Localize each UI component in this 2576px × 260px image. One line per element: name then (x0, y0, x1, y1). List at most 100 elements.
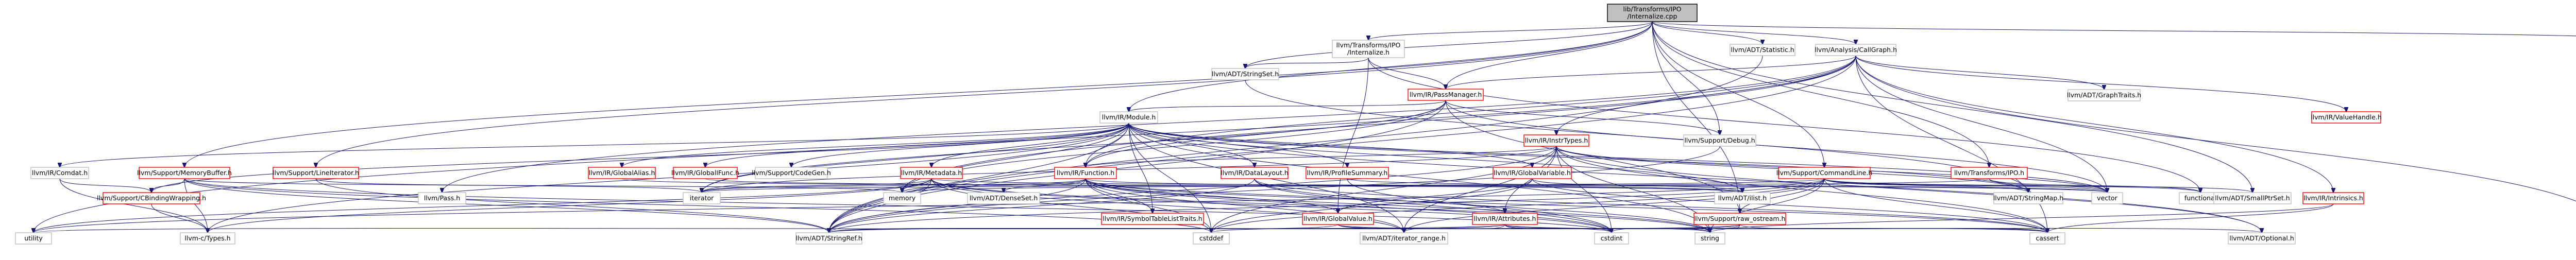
node-ir_datalayout_h[interactable]: llvm/IR/DataLayout.h (1221, 167, 1289, 179)
node-ir_metadata_h[interactable]: llvm/IR/Metadata.h (900, 167, 963, 179)
node-box (1332, 40, 1405, 58)
node-support_commandline_h[interactable]: llvm/Support/CommandLine.h (1776, 167, 1873, 179)
node-box (139, 167, 230, 179)
edge-support_memorybuffer_h-to-adt_stringref_h (184, 178, 829, 233)
node-adt_stringmap_h[interactable]: llvm/ADT/StringMap.h (1993, 192, 2063, 204)
node-ir_module_h[interactable]: llvm/IR/Module.h (1099, 111, 1158, 124)
node-iterator[interactable]: iterator (683, 192, 721, 204)
node-support_lineiterator_h[interactable]: llvm/Support/LineIterator.h (273, 167, 359, 179)
node-llvm_pass_h[interactable]: llvm/Pass.h (418, 192, 466, 204)
node-label: llvm/Pass.h (424, 194, 460, 202)
node-label: llvm/IR/GlobalValue.h (1303, 215, 1372, 222)
node-adt_ilist_h[interactable]: llvm/ADT/ilist.h (1714, 192, 1771, 204)
node-box (1472, 213, 1538, 225)
node-adt_iterator_range_h[interactable]: llvm/ADT/iterator_range.h (1360, 232, 1448, 245)
node-ipo_internalize_h[interactable]: llvm/Transforms/IPO/Internalize.h (1332, 40, 1405, 58)
node-box (418, 192, 466, 204)
node-analysis_callgraph_h[interactable]: llvm/Analysis/CallGraph.h (1815, 44, 1897, 56)
node-ir_comdat_h[interactable]: llvm/IR/Comdat.h (30, 167, 89, 179)
node-support_raw_ostream_h[interactable]: llvm/Support/raw_ostream.h (1693, 213, 1786, 225)
node-support_memorybuffer_h[interactable]: llvm/Support/MemoryBuffer.h (137, 167, 232, 179)
node-ir_profilesummary_h[interactable]: llvm/IR/ProfileSummary.h (1306, 167, 1389, 179)
node-label: iterator (690, 194, 714, 202)
node-functional[interactable]: functional (2179, 192, 2222, 204)
edge-ir_globalvariable_h-to-cstddef (1211, 178, 1533, 233)
edge-analysis_callgraph_h-to-llvm_pass_h (442, 55, 1856, 193)
edge-ir_module_h-to-ir_comdat_h (60, 123, 1129, 167)
node-label: llvm/ADT/StringRef.h (795, 234, 862, 242)
node-adt_stringset_h[interactable]: llvm/ADT/StringSet.h (1211, 68, 1279, 80)
edge-root-to-adt_smallptrset_h (1652, 21, 2252, 193)
edge-support_memorybuffer_h-to-support_cbindingwrapping_h (151, 178, 185, 193)
edge-ir_insttypes_h-to-cassert (1556, 146, 2047, 233)
node-ir_intrinsics_h[interactable]: llvm/IR/Intrinsics.h (2302, 192, 2364, 204)
node-box (683, 192, 721, 204)
edge-ipo_internalize_h-to-functional (1368, 57, 2200, 193)
node-label: cassert (2036, 234, 2059, 242)
edge-support_commandline_h-to-cassert (1824, 178, 2047, 233)
edge-support_cbindingwrapping_h-to-llvm_c_types_h (151, 203, 208, 233)
node-label: llvm/Analysis/CallGraph.h (1815, 46, 1897, 54)
node-support_codegen_h[interactable]: llvm/Support/CodeGen.h (752, 167, 831, 179)
node-label: llvm/IR/DataLayout.h (1221, 169, 1289, 177)
node-adt_smallptrset_h[interactable]: llvm/ADT/SmallPtrSet.h (2213, 192, 2292, 204)
node-adt_statistic_h[interactable]: llvm/ADT/Statistic.h (1730, 44, 1795, 56)
node-box (967, 192, 1040, 204)
edge-ir_module_h-to-memory (902, 123, 1129, 193)
node-ir_globalvalue_h[interactable]: llvm/IR/GlobalValue.h (1302, 213, 1374, 225)
node-ir_globalalias_h[interactable]: llvm/IR/GlobalAlias.h (588, 167, 656, 179)
node-label: llvm/Support/LineIterator.h (273, 169, 359, 177)
node-ir_valuehandle_h[interactable]: llvm/IR/ValueHandle.h (2311, 111, 2382, 124)
edge-ir_function_h-to-adt_stringref_h (829, 178, 1086, 233)
node-box (2302, 192, 2364, 204)
node-cassert[interactable]: cassert (2029, 232, 2065, 245)
node-llvm_c_types_h[interactable]: llvm-c/Types.h (180, 232, 235, 245)
node-vector[interactable]: vector (2091, 192, 2123, 204)
node-memory[interactable]: memory (883, 192, 921, 204)
node-box (1594, 232, 1629, 245)
node-support_cbindingwrapping_h[interactable]: llvm/Support/CBindingWrapping.h (97, 192, 206, 204)
edge-root-to-ipo_internalize_h (1368, 21, 1653, 40)
node-box (2311, 111, 2381, 124)
node-ir_insttypes_h[interactable]: llvm/IR/InstrTypes.h (1523, 134, 1589, 147)
node-box (1493, 167, 1572, 179)
node-adt_stringref_h[interactable]: llvm/ADT/StringRef.h (795, 232, 862, 245)
node-adt_optional_h[interactable]: llvm/ADT/Optional.h (2228, 232, 2296, 245)
edge-ir_attributes_h-to-cstdint (1504, 224, 1612, 233)
node-box (1951, 167, 2028, 179)
node-transforms_ipo_h[interactable]: llvm/Transforms/IPO.h (1951, 167, 2028, 179)
edge-ir_intrinsics_h-to-cassert (2047, 203, 2334, 233)
node-adt_graphtraits_h[interactable]: llvm/ADT/GraphTraits.h (2067, 89, 2141, 101)
node-adt_densesset_h[interactable]: llvm/ADT/DenseSet.h (967, 192, 1040, 204)
node-utility[interactable]: utility (15, 232, 52, 245)
edge-root-to-transforms_utils_globalstatus_h (1652, 21, 2576, 37)
node-cstdint[interactable]: cstdint (1594, 232, 1629, 245)
node-label: llvm/IR/PassManager.h (1410, 91, 1482, 98)
edge-support_commandline_h-to-functional (1824, 178, 2200, 193)
edge-ir_function_h-to-string (1085, 178, 1710, 233)
edge-ipo_internalize_h-to-adt_stringset_h (1245, 57, 1369, 68)
node-ir_passmanager_h[interactable]: llvm/IR/PassManager.h (1408, 89, 1484, 101)
edge-analysis_callgraph_h-to-ir_passmanager_h (1446, 55, 1856, 89)
node-box (1306, 167, 1389, 179)
edge-root-to-analysis_callgraph_h (1652, 21, 1856, 44)
node-support_debug_h[interactable]: llvm/Support/Debug.h (1683, 134, 1756, 147)
edge-ir_metadata_h-to-adt_stringref_h (829, 178, 932, 233)
edge-ir_globalvariable_h-to-ir_globalvalue_h (1338, 178, 1533, 213)
node-ir_function_h[interactable]: llvm/IR/Function.h (1054, 167, 1117, 179)
node-ir_globalifunc_h[interactable]: llvm/IR/GlobalIFunc.h (671, 167, 739, 179)
node-cstddef[interactable]: cstddef (1193, 232, 1230, 245)
node-ir_attributes_h[interactable]: llvm/IR/Attributes.h (1472, 213, 1538, 225)
edge-analysis_callgraph_h-to-ir_function_h (1086, 55, 1856, 167)
node-ir_symboltablelisttraits_h[interactable]: llvm/IR/SymbolTableListTraits.h (1101, 213, 1204, 225)
node-string[interactable]: string (1694, 232, 1725, 245)
node-label: llvm/Support/CommandLine.h (1776, 169, 1873, 177)
node-label: llvm/Support/CodeGen.h (752, 169, 831, 177)
node-box (1408, 89, 1484, 101)
edge-analysis_callgraph_h-to-vector (1855, 55, 2107, 193)
node-box (1101, 213, 1204, 225)
node-ir_globalvariable_h[interactable]: llvm/IR/GlobalVariable.h (1493, 167, 1572, 179)
node-label: llvm/IR/Intrinsics.h (2303, 194, 2363, 202)
node-label: llvm/IR/SymbolTableListTraits.h (1103, 215, 1202, 222)
